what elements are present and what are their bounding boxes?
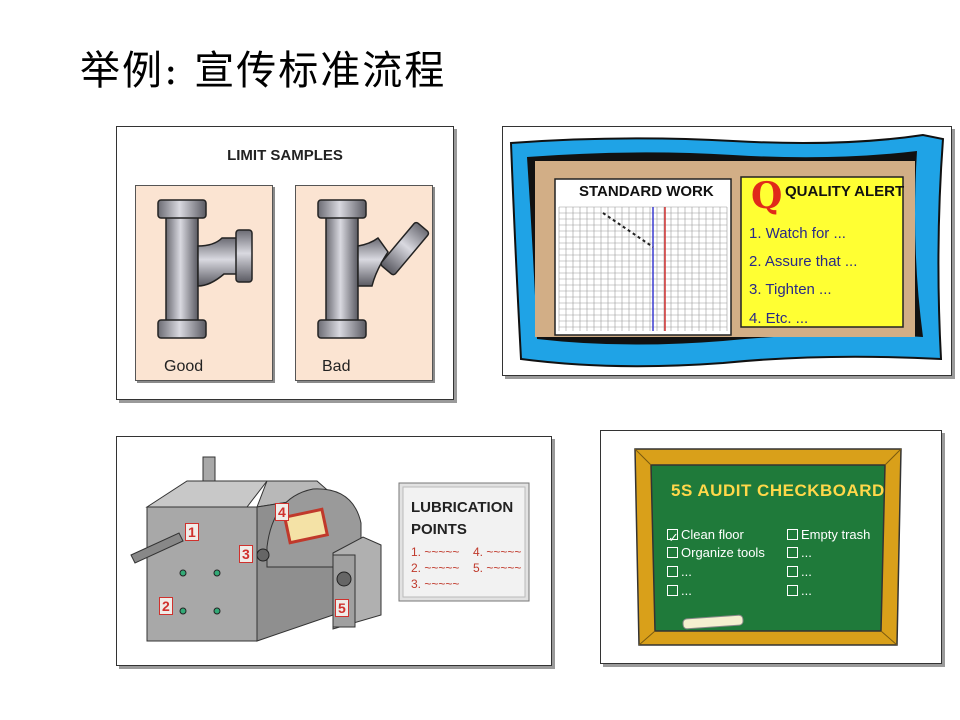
audit-checkboard-title: 5S AUDIT CHECKBOARD (671, 481, 885, 500)
checkbox-icon[interactable] (787, 529, 798, 541)
limit-samples-title: LIMIT SAMPLES (227, 147, 343, 164)
audit-checkboard-panel: 5S AUDIT CHECKBOARD ✓Clean floor Organiz… (600, 430, 942, 664)
lubrication-title-2: POINTS (411, 521, 467, 538)
lubrication-item: 5. ~~~~~ (473, 561, 522, 575)
page-title: 举例: 宣传标准流程 (80, 48, 447, 94)
lube-point-1: 1 (185, 523, 199, 541)
good-sample-card: Good (135, 185, 273, 381)
lube-point-4: 4 (275, 503, 289, 521)
lubrication-item: 2. ~~~~~ (411, 561, 460, 575)
checkbox-icon[interactable] (787, 547, 798, 559)
chalkboard-graphic (634, 448, 902, 646)
quality-alert-title: QUALITY ALERT (785, 183, 905, 200)
quality-alert-item: 4. Etc. ... (749, 310, 809, 327)
lubrication-title-1: LUBRICATION (411, 499, 514, 516)
lube-point-2: 2 (159, 597, 173, 615)
machine-graphic (130, 456, 530, 642)
lubrication-item: 1. ~~~~~ (411, 545, 460, 559)
lubrication-panel: 1 2 3 4 5 LUBRICATION POINTS 1. ~~~~~ 2.… (116, 436, 552, 666)
bulletin-board-graphic (509, 133, 945, 368)
bad-pipe-icon (317, 199, 430, 339)
checkbox-icon[interactable] (787, 566, 798, 578)
checklist-item[interactable]: ... (667, 583, 692, 598)
quality-alert-item: 3. Tighten ... (749, 281, 832, 298)
good-label: Good (164, 358, 204, 375)
lube-point-5: 5 (335, 599, 349, 617)
checklist-item[interactable]: ... (787, 545, 812, 560)
standard-work-title: STANDARD WORK (579, 183, 714, 200)
checkbox-icon[interactable] (667, 585, 678, 597)
checked-box-icon[interactable]: ✓ (667, 529, 679, 546)
checkbox-icon[interactable] (787, 585, 798, 597)
bad-label: Bad (322, 358, 351, 375)
lubrication-item: 4. ~~~~~ (473, 545, 522, 559)
quality-alert-item: 1. Watch for ... (749, 225, 846, 242)
checkbox-icon[interactable] (667, 566, 678, 578)
checklist-item-clean-floor[interactable]: ✓Clean floor (667, 527, 744, 546)
checkbox-icon[interactable] (667, 547, 678, 559)
bulletin-board-panel: STANDARD WORK Q QUALITY ALERT 1. Watch f… (502, 126, 952, 376)
checklist-item-empty-trash[interactable]: Empty trash (787, 527, 870, 542)
checklist-item[interactable]: ... (667, 564, 692, 579)
limit-samples-panel: LIMIT SAMPLES Good (116, 126, 454, 400)
good-pipe-icon (157, 199, 253, 339)
checklist-item-organize-tools[interactable]: Organize tools (667, 545, 765, 560)
q-logo: Q (751, 175, 783, 217)
checklist-item[interactable]: ... (787, 583, 812, 598)
checklist-item[interactable]: ... (787, 564, 812, 579)
lube-point-3: 3 (239, 545, 253, 563)
bad-sample-card: Bad (295, 185, 433, 381)
lubrication-item: 3. ~~~~~ (411, 577, 460, 591)
quality-alert-item: 2. Assure that ... (749, 253, 858, 270)
